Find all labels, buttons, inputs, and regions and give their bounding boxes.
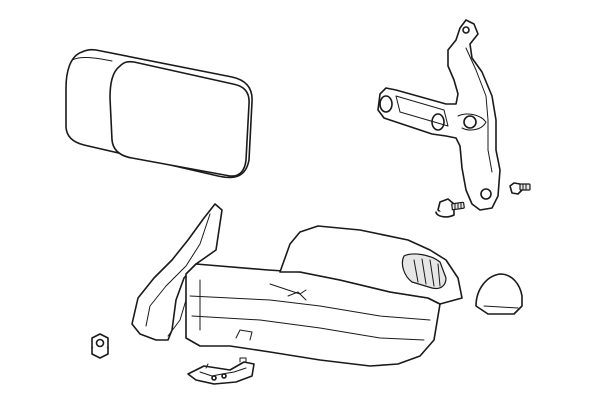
nut-icon xyxy=(91,333,109,359)
mirror-assembly-icon xyxy=(131,203,463,367)
cap-icon xyxy=(475,273,523,315)
screw-icon xyxy=(509,182,531,195)
connector-icon xyxy=(187,357,255,385)
bolt-icon xyxy=(435,198,465,218)
bracket-icon xyxy=(377,19,501,211)
mirror-glass-icon xyxy=(65,48,253,179)
